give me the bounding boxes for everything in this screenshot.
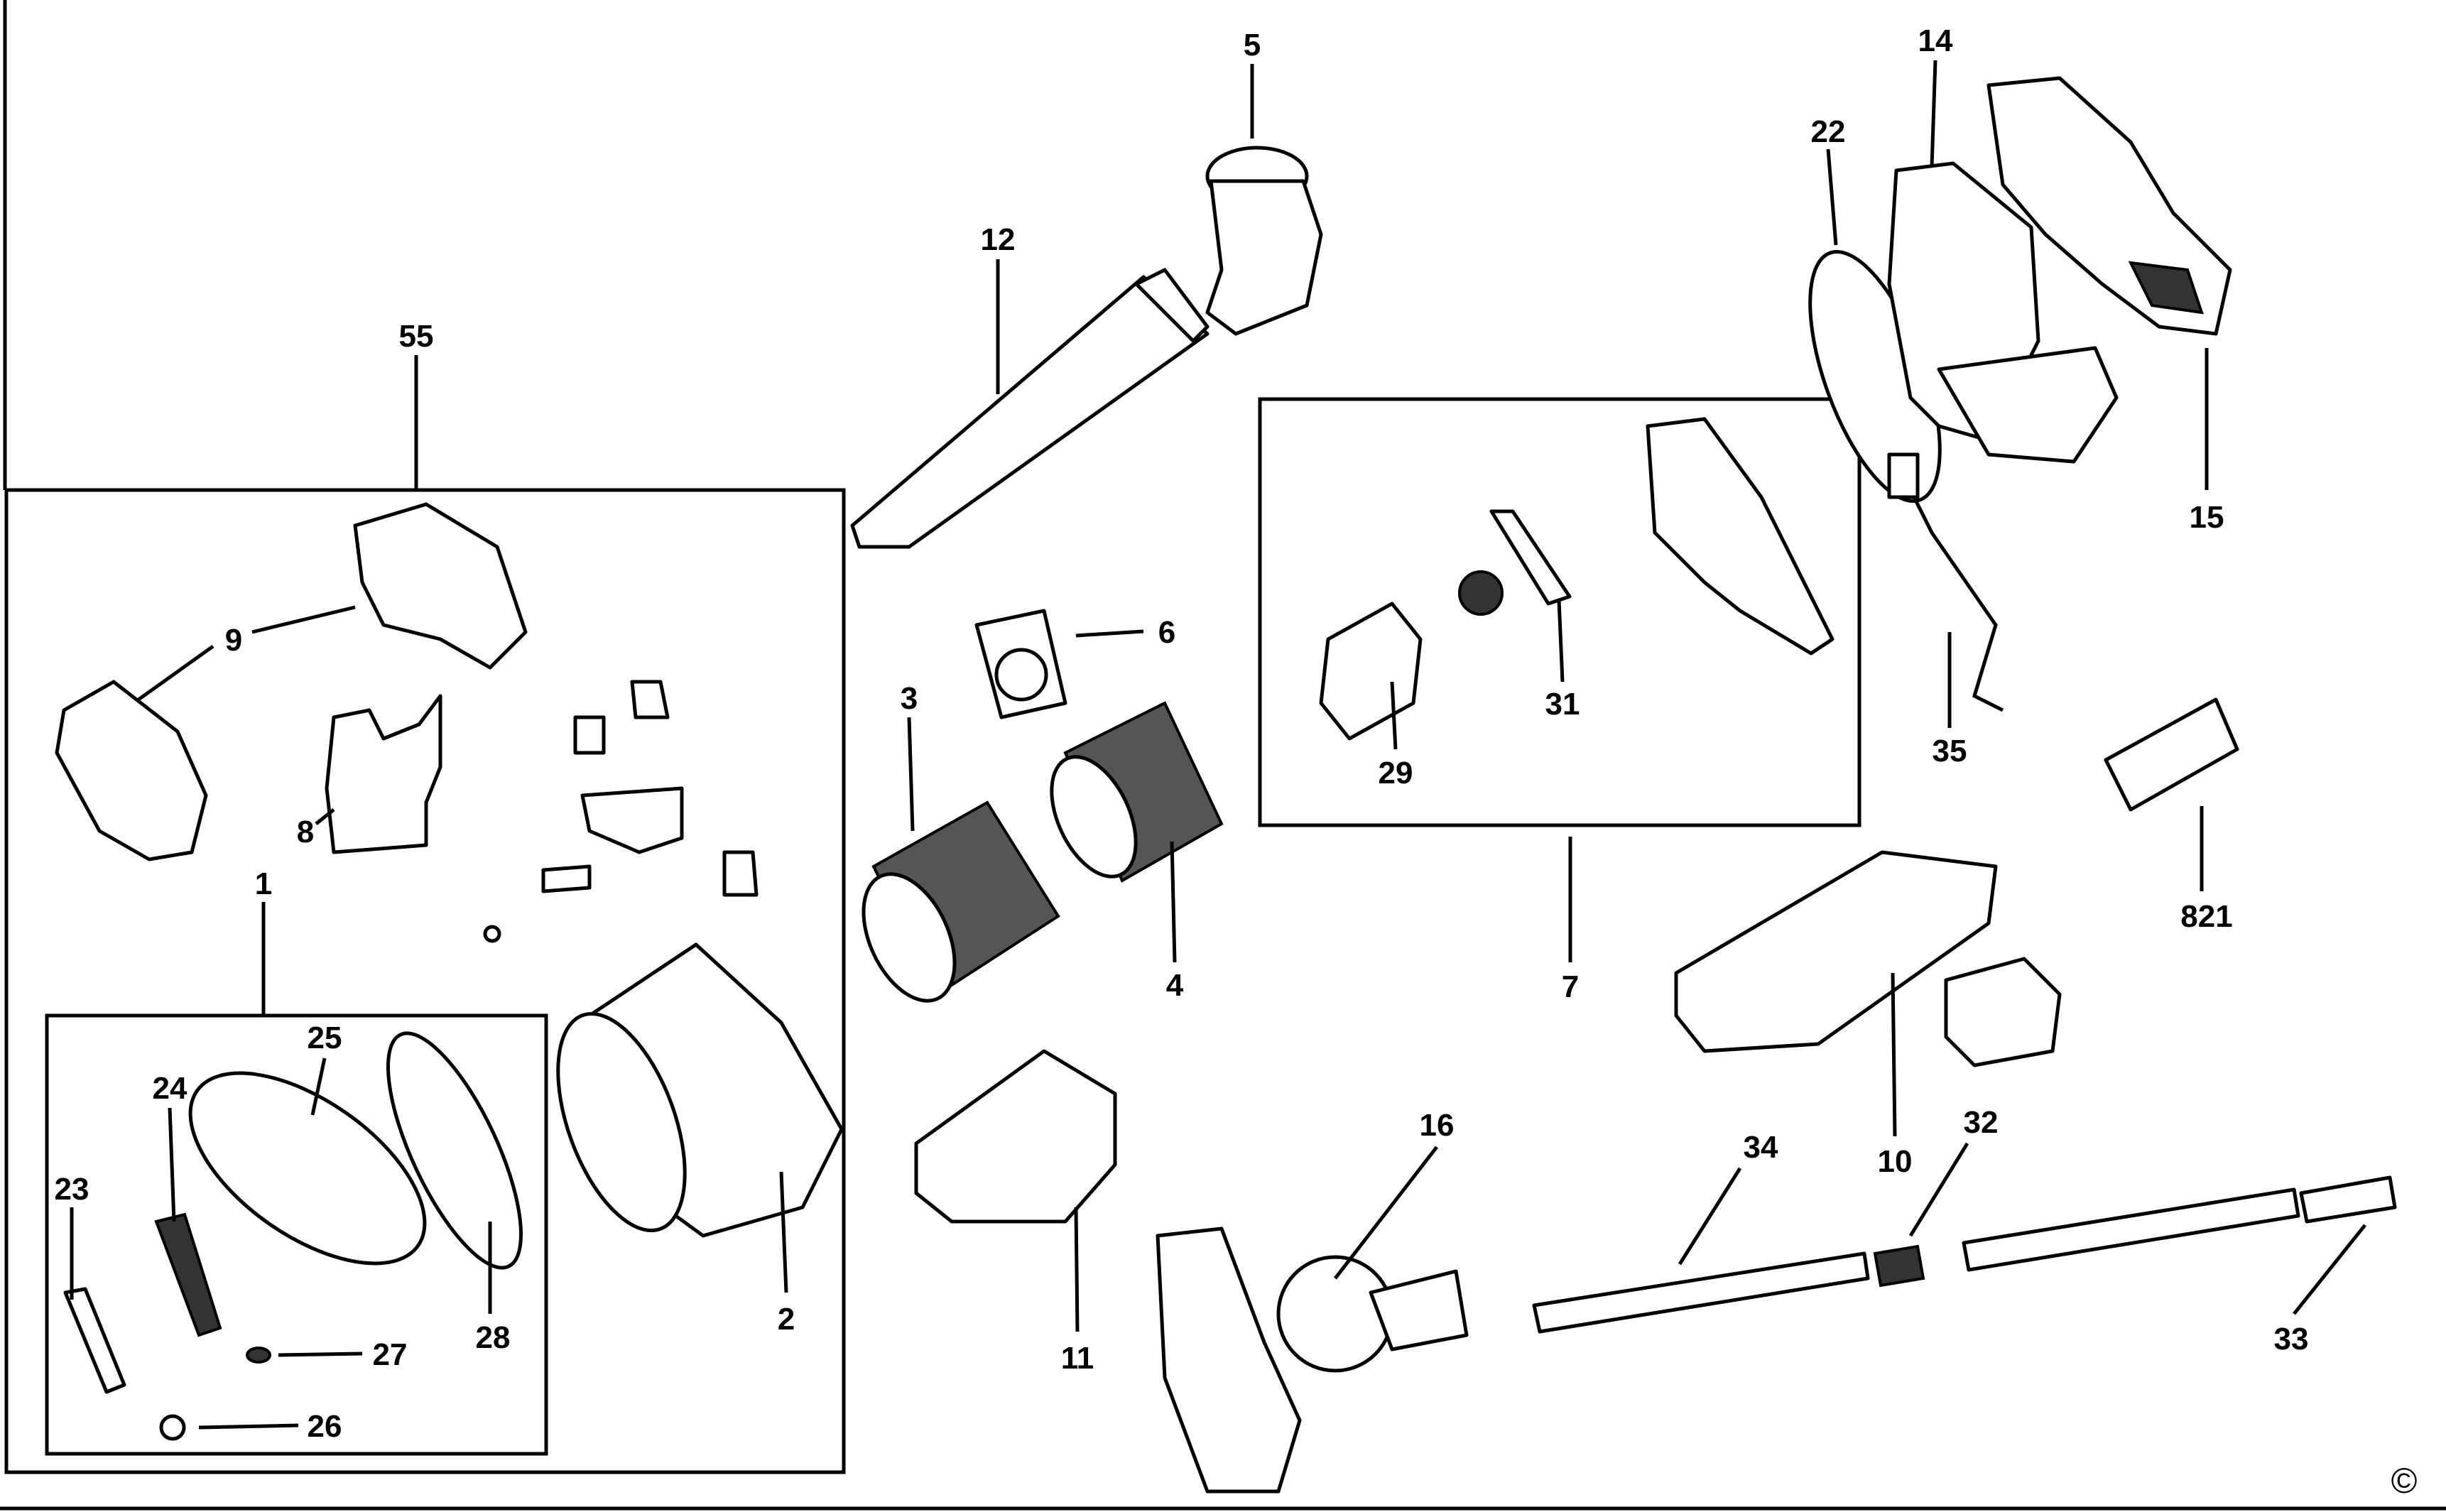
part-7-motor-assembly (1319, 417, 1835, 741)
part-label-1: 1 (255, 866, 272, 901)
part-26-screw (159, 1414, 186, 1441)
part-10-charger-base (1674, 850, 2062, 1067)
part-23-button (63, 1287, 126, 1394)
part-label-16: 16 (1420, 1108, 1455, 1143)
part-2-dust-bowl (556, 942, 844, 1238)
small-clips (483, 680, 759, 943)
part-4-pleated-filter (1050, 701, 1224, 883)
part-label-32: 32 (1964, 1105, 1999, 1140)
part-33-tube-end (2299, 1175, 2397, 1224)
part-label-31: 31 (1545, 687, 1580, 722)
part-label-26: 26 (308, 1409, 342, 1444)
part-label-4: 4 (1166, 968, 1184, 1003)
part-label-33: 33 (2274, 1322, 2309, 1356)
part-label-29: 29 (1379, 756, 1413, 790)
part-label-3: 3 (901, 681, 918, 716)
part-label-5: 5 (1244, 28, 1261, 62)
part-label-9: 9 (225, 623, 242, 658)
part-11-accessory (914, 1049, 1117, 1224)
part-label-10: 10 (1878, 1144, 1913, 1179)
part-label-22: 22 (1811, 114, 1846, 149)
part-label-24: 24 (153, 1071, 187, 1106)
part-12-crevice-tool (850, 268, 1210, 549)
part-label-25: 25 (308, 1021, 342, 1055)
part-3-filter-mesh (861, 800, 1060, 1003)
part-14-housing-front (1887, 161, 2119, 464)
part-label-14: 14 (1918, 23, 1953, 58)
part-label-11: 11 (1061, 1341, 1094, 1376)
part-label-35: 35 (1933, 734, 1967, 768)
part-label-15: 15 (2190, 500, 2224, 535)
part-label-28: 28 (476, 1320, 511, 1355)
part-25-disc (188, 1071, 427, 1266)
group-box-1 (45, 1013, 548, 1456)
part-6-filter-cover (974, 609, 1067, 719)
part-label-6: 6 (1158, 615, 1175, 650)
part-label-27: 27 (373, 1337, 408, 1372)
part-15-housing-rear (1986, 76, 2232, 336)
part-label-23: 23 (55, 1172, 89, 1207)
group-box-55 (4, 488, 846, 1474)
part-5-nozzle-adapter (1205, 146, 1323, 336)
part-label-8: 8 (297, 815, 314, 849)
part-8-cap (325, 694, 442, 854)
part-24-switch (154, 1212, 222, 1337)
part-34-extension-tube-2 (1962, 1187, 2300, 1272)
part-label-34: 34 (1744, 1130, 1778, 1165)
part-label-7: 7 (1562, 969, 1579, 1004)
leader-lines (70, 60, 2366, 1430)
part-34-extension-tube (1532, 1251, 1870, 1334)
group-box-7 (1258, 397, 1861, 827)
copyright-mark: © (2391, 1461, 2418, 1501)
part-9-handle-housing (55, 502, 528, 861)
part-label-55: 55 (399, 319, 434, 354)
part-label-2: 2 (778, 1302, 795, 1337)
part-16-floor-head (1156, 1227, 1469, 1494)
part-label-821: 821 (2180, 899, 2232, 934)
part-27-spring (246, 1347, 271, 1364)
part-28-gasket (386, 1031, 523, 1270)
part-821-label-plate (2104, 697, 2239, 812)
part-32-tube-coupler (1873, 1244, 1925, 1288)
part-35-wiring (1887, 452, 2004, 712)
part-label-12: 12 (981, 222, 1016, 257)
